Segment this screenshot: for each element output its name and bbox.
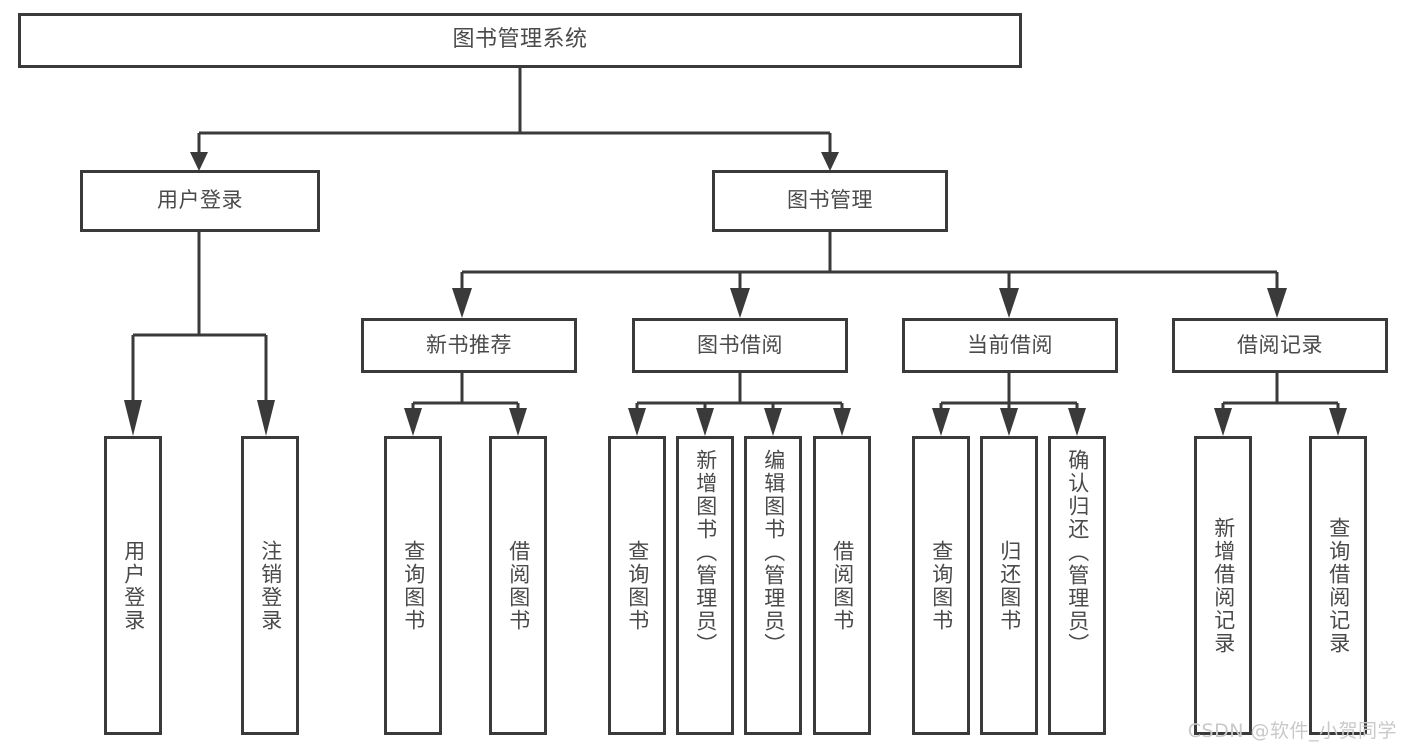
node-leaf-add-record[interactable]: 新增借阅记录 <box>1194 436 1252 735</box>
arrowhead-leaf-return-book <box>1000 408 1018 436</box>
arrowhead-leaf-query-book-2 <box>628 408 646 436</box>
node-book-borrow[interactable]: 图书借阅 <box>632 318 848 373</box>
node-label: 图书管理 <box>787 188 873 213</box>
node-label: 归还图书 <box>997 539 1022 632</box>
node-label: 查询图书 <box>401 539 426 632</box>
node-label: 查询借阅记录 <box>1326 516 1351 655</box>
arrowhead-bookmgmt <box>821 152 839 171</box>
node-leaf-query-book-3[interactable]: 查询图书 <box>912 436 970 735</box>
node-leaf-query-book-1[interactable]: 查询图书 <box>384 436 442 735</box>
arrowhead-leaf-add-book <box>696 408 714 436</box>
node-current-borrow[interactable]: 当前借阅 <box>902 318 1118 373</box>
node-label: 用户登录 <box>121 539 146 632</box>
arrowhead-leaf-confirm-return <box>1068 408 1086 436</box>
node-leaf-user-logout[interactable]: 注销登录 <box>241 436 299 735</box>
node-label: 查询图书 <box>929 539 954 632</box>
node-label: 查询图书 <box>625 539 650 632</box>
node-leaf-add-book[interactable]: 新增图书（管理员） <box>676 436 734 735</box>
node-label: 图书管理系统 <box>452 27 588 53</box>
node-label: 借阅图书 <box>506 539 531 632</box>
arrowhead-leaf-borrow-book-1 <box>509 408 527 436</box>
node-leaf-query-record[interactable]: 查询借阅记录 <box>1309 436 1367 735</box>
arrowhead-userlogin <box>190 152 208 171</box>
node-borrow-record[interactable]: 借阅记录 <box>1172 318 1388 373</box>
node-label: 新增图书（管理员） <box>693 449 718 656</box>
node-label: 编辑图书（管理员） <box>761 449 786 656</box>
arrowhead-leaf-add-record <box>1214 408 1232 436</box>
arrowhead-leaf-borrow-book-2 <box>833 408 851 436</box>
arrowhead-leaf-query-record <box>1329 408 1347 436</box>
node-leaf-borrow-book-2[interactable]: 借阅图书 <box>813 436 871 735</box>
csdn-watermark: CSDN @软件_小贺同学 <box>1187 720 1397 742</box>
node-label: 确认归还（管理员） <box>1065 449 1090 656</box>
node-label: 图书借阅 <box>697 332 783 357</box>
arrowhead-leaf-query-book-3 <box>932 408 950 436</box>
node-leaf-user-login[interactable]: 用户登录 <box>104 436 162 735</box>
node-label: 当前借阅 <box>967 332 1053 357</box>
node-leaf-return-book[interactable]: 归还图书 <box>980 436 1038 735</box>
node-label: 新书推荐 <box>426 332 512 357</box>
node-label: 借阅记录 <box>1237 332 1323 357</box>
node-new-book-recommend[interactable]: 新书推荐 <box>361 318 577 373</box>
arrowhead-leaf-query-book-1 <box>404 408 422 436</box>
node-leaf-edit-book[interactable]: 编辑图书（管理员） <box>744 436 802 735</box>
node-label: 借阅图书 <box>830 539 855 632</box>
node-leaf-query-book-2[interactable]: 查询图书 <box>608 436 666 735</box>
arrowhead-leaf-user-logout <box>257 400 275 436</box>
node-leaf-confirm-return[interactable]: 确认归还（管理员） <box>1048 436 1106 735</box>
node-leaf-borrow-book-1[interactable]: 借阅图书 <box>489 436 547 735</box>
node-label: 用户登录 <box>157 188 243 213</box>
arrowhead-leaf-edit-book <box>764 408 782 436</box>
arrowhead-current-borrow <box>999 288 1019 318</box>
arrowhead-borrow-record <box>1267 288 1287 318</box>
node-book-management[interactable]: 图书管理 <box>712 170 948 232</box>
arrowhead-book-borrow <box>730 288 750 318</box>
node-label: 新增借阅记录 <box>1211 516 1236 655</box>
node-user-login[interactable]: 用户登录 <box>80 170 320 232</box>
arrowhead-leaf-user-login <box>124 400 142 436</box>
node-label: 注销登录 <box>258 539 283 632</box>
arrowhead-new-book-recommend <box>452 288 472 318</box>
node-root-book-management-system[interactable]: 图书管理系统 <box>18 13 1022 68</box>
